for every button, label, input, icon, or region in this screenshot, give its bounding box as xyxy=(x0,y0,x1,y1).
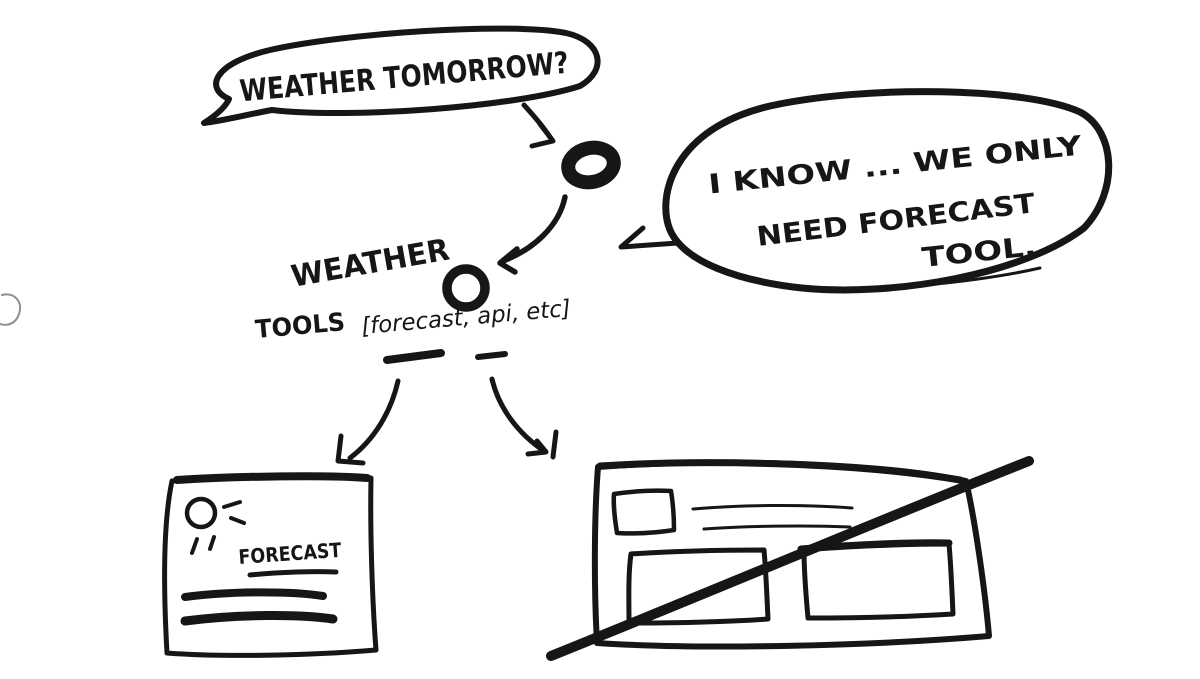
stray-cursor-mark xyxy=(0,293,21,326)
weather-label-text: WEATHER xyxy=(289,233,453,295)
agent-bubble-outline xyxy=(662,88,1113,294)
underline-dash-short xyxy=(475,351,508,360)
bubble-tail-arrow-icon xyxy=(618,225,681,250)
sun-core xyxy=(184,496,218,530)
arrow-shaft xyxy=(489,376,547,454)
arrow-user-to-node xyxy=(521,102,556,149)
tools-node-icon xyxy=(442,264,490,312)
arrowhead-icon xyxy=(335,433,366,466)
strike-through-line xyxy=(546,456,1034,661)
top-node-icon xyxy=(561,140,621,190)
user-bubble-outline xyxy=(201,25,601,126)
arrow-shaft xyxy=(500,194,568,264)
arrow-to-forecast-card xyxy=(335,378,401,466)
card-top-edge xyxy=(173,472,371,484)
sun-ray-3 xyxy=(190,537,199,555)
user-speech-bubble: WEATHER TOMORROW? xyxy=(201,25,601,126)
sun-ray-4 xyxy=(208,535,216,551)
card-text-line-1 xyxy=(181,588,327,601)
wireframe-content-block-left xyxy=(626,547,771,626)
arrowhead-icon xyxy=(529,121,556,149)
sun-icon xyxy=(184,496,246,555)
arrow-node-to-tools xyxy=(497,194,568,275)
bubble-emphasis-swoosh xyxy=(910,266,1042,288)
arrow-to-wireframe xyxy=(489,376,559,460)
arrowhead-tick xyxy=(550,429,559,460)
underline-dash-long xyxy=(383,349,445,364)
arrowhead-icon xyxy=(497,246,520,275)
weather-tools-node: WEATHER TOOLS [forecast, api, etc] xyxy=(254,233,572,364)
arrowhead-icon xyxy=(525,438,549,457)
tools-label-text: TOOLS xyxy=(254,307,346,344)
sun-ray-1 xyxy=(222,500,242,509)
agent-speech-bubble: I KNOW ... WE ONLY NEED FORECAST TOOL. xyxy=(618,88,1113,294)
wireframe-header-line-2 xyxy=(702,524,852,531)
wireframe-top-edge xyxy=(596,459,964,484)
forecast-card: FORECAST xyxy=(162,472,379,658)
wireframe-header-line-1 xyxy=(691,503,854,511)
card-text-line-2 xyxy=(180,610,338,626)
title-underline xyxy=(247,569,339,578)
arrow-shaft xyxy=(347,378,401,461)
sun-ray-2 xyxy=(229,516,246,525)
wireframe-header-block xyxy=(611,488,677,536)
